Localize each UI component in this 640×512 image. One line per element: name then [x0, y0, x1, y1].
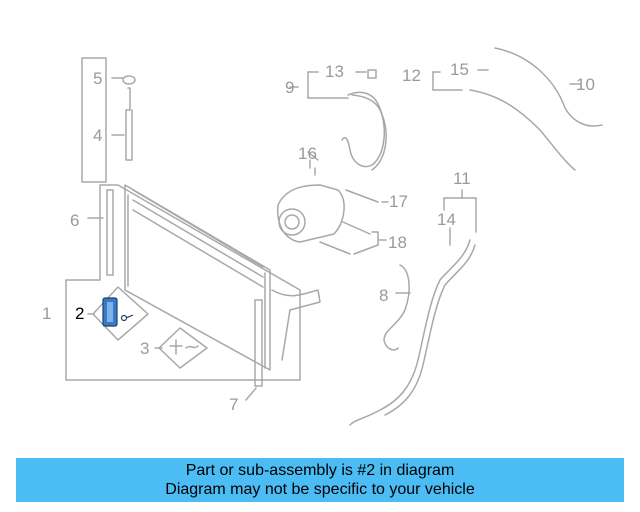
callout-3[interactable]: 3 — [140, 339, 150, 358]
part-info-banner: Part or sub-assembly is #2 in diagram Di… — [16, 458, 624, 502]
desiccant-bag-part — [102, 297, 134, 327]
callout-7[interactable]: 7 — [229, 395, 239, 414]
condenser-assembly-outline — [65, 184, 301, 381]
callout-8[interactable]: 8 — [379, 286, 389, 305]
callout-5[interactable]: 5 — [93, 69, 103, 88]
callout-10[interactable]: 10 — [576, 75, 595, 94]
side-plate — [106, 189, 114, 276]
liquid-line — [349, 239, 471, 426]
callout-13[interactable]: 13 — [325, 62, 344, 81]
compressor — [277, 184, 345, 243]
suction-hose — [341, 91, 385, 168]
callout-17[interactable]: 17 — [389, 192, 408, 211]
callout-6[interactable]: 6 — [70, 211, 80, 230]
callout-14[interactable]: 14 — [437, 210, 456, 229]
callout-18[interactable]: 18 — [388, 233, 407, 252]
callout-15[interactable]: 15 — [450, 60, 469, 79]
plug-diamond — [158, 327, 208, 369]
callout-9[interactable]: 9 — [285, 78, 295, 97]
discharge-hose — [494, 47, 603, 127]
callout-2[interactable]: 2 — [75, 304, 85, 323]
info-line-disclaimer: Diagram may not be specific to your vehi… — [165, 481, 475, 498]
callout-1[interactable]: 1 — [42, 304, 52, 323]
drier-cap — [122, 75, 136, 85]
parts-diagram — [65, 47, 603, 426]
callout-12[interactable]: 12 — [402, 66, 421, 85]
bolt — [319, 241, 351, 255]
bolt — [345, 189, 379, 203]
bolt — [342, 221, 371, 235]
callout-4[interactable]: 4 — [93, 126, 103, 145]
drier-bracket-outline — [81, 57, 107, 183]
side-plate-right — [254, 299, 263, 387]
desiccant-diamond — [92, 286, 149, 341]
info-line-part: Part or sub-assembly is #2 in diagram — [185, 462, 455, 479]
callout-16[interactable]: 16 — [298, 144, 317, 163]
drier-cartridge — [125, 87, 133, 161]
callout-11[interactable]: 11 — [453, 169, 471, 188]
